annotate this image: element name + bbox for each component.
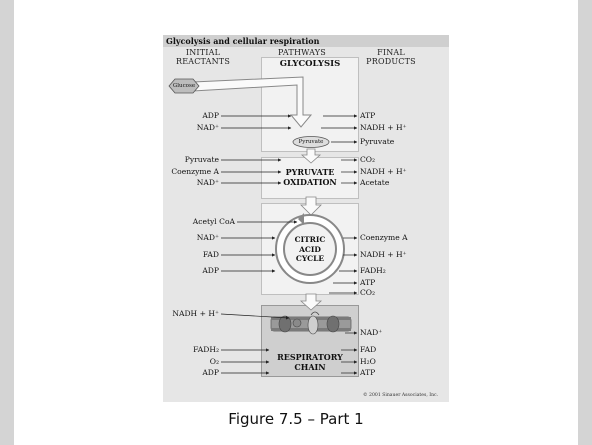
glycolysis-output: ATP	[360, 111, 376, 120]
oxidation-input: Coenzyme A	[171, 167, 219, 176]
pyruvate-oval	[292, 136, 330, 148]
oxidation-input: Pyruvate	[184, 155, 219, 164]
chain-input: NADH + H⁺	[172, 309, 219, 318]
cycle-input: FAD	[202, 250, 219, 259]
column-initial-reactants: INITIAL REACTANTS	[175, 48, 231, 66]
glycolysis-output: NADH + H⁺	[360, 123, 407, 132]
acetate-down-arrow	[300, 196, 322, 216]
glycolysis-input: NAD⁺	[196, 123, 219, 132]
glucose-label: Glucose	[172, 83, 196, 89]
respiratory-chain-title: RESPIRATORY CHAIN	[277, 352, 343, 372]
cycle-output: ATP	[360, 278, 376, 287]
slide: Glycolysis and cellular respiration INIT…	[14, 0, 578, 445]
cycle-down-arrow	[299, 293, 323, 311]
diagram-graphics	[168, 76, 358, 375]
figure-title: Glycolysis and cellular respiration	[163, 35, 449, 47]
cycle-output: Coenzyme A	[360, 233, 408, 242]
figure: Glycolysis and cellular respiration INIT…	[163, 35, 449, 402]
cycle-output: CO₂	[360, 288, 376, 297]
output-arrows	[321, 114, 358, 375]
chain-input: O₂	[209, 357, 219, 366]
cycle-output: NADH + H⁺	[360, 250, 407, 259]
oxidation-output: Acetate	[360, 178, 390, 187]
cycle-input: ADP	[202, 266, 219, 275]
oxidation-input: NAD⁺	[196, 178, 219, 187]
glycolysis-output: Pyruvate	[360, 137, 395, 146]
chain-input: ADP	[202, 368, 219, 377]
pyruvate-oval-label: Pyruvate	[298, 139, 324, 145]
cycle-input: Acetyl CoA	[192, 217, 235, 226]
chain-output: ATP	[360, 368, 376, 377]
chain-output: H₂O	[360, 357, 376, 366]
glucose-hexagon	[168, 78, 200, 94]
chain-output: NAD⁺	[360, 328, 383, 337]
oxidation-output: NADH + H⁺	[360, 167, 407, 176]
input-arrows	[220, 114, 298, 375]
column-final-products: FINAL PRODUCTS	[366, 48, 416, 66]
copyright-note: © 2001 Sinauer Associates, Inc.	[363, 393, 439, 398]
chain-output: FAD	[360, 345, 377, 354]
pyruvate-down-arrow	[300, 148, 322, 164]
oxidation-output: CO₂	[360, 155, 376, 164]
pyruvate-oxidation-title: PYRUVATE OXIDATION	[283, 167, 337, 187]
figure-caption: Figure 7.5 – Part 1	[228, 410, 364, 428]
glycolysis-input: ADP	[202, 111, 219, 120]
chain-input: FADH₂	[193, 345, 219, 354]
glucose-flow-arrow	[192, 76, 313, 128]
citric-acid-cycle-title: CITRIC ACID CYCLE	[294, 235, 326, 263]
glycolysis-title: GLYCOLYSIS	[279, 59, 341, 69]
cycle-input: NAD⁺	[196, 233, 219, 242]
column-pathways: PATHWAYS	[278, 48, 326, 57]
cycle-output: FADH₂	[360, 266, 386, 275]
